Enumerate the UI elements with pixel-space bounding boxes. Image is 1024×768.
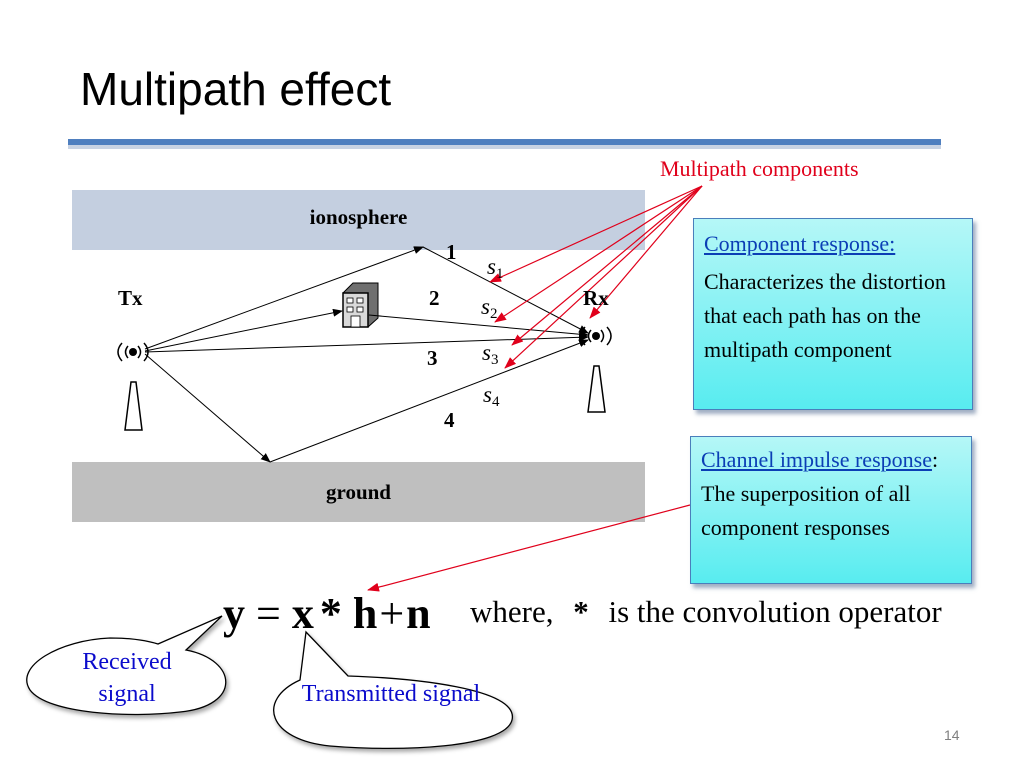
- building-icon: [342, 282, 379, 328]
- received-signal-callout: Received signal: [82, 649, 172, 707]
- path-number-4: 4: [444, 408, 455, 432]
- multipath-components-label: Multipath components: [660, 156, 859, 181]
- path-2-up: [144, 308, 343, 352]
- channel-impulse-body: : The superposition of all component res…: [701, 447, 939, 540]
- component-response-box: Component response: Characterizes the di…: [693, 218, 973, 410]
- path-1-up: [144, 246, 424, 350]
- convolution-text: is the convolution operator: [608, 594, 942, 629]
- received-callout-shape: [26, 615, 227, 716]
- path-number-2: 2: [429, 286, 440, 310]
- eq-h: h: [352, 589, 378, 638]
- ground-label: ground: [326, 479, 391, 504]
- eq-equals: =: [256, 589, 281, 638]
- convolution-equation: y = x* h+n: [223, 588, 431, 639]
- ground-band: ground: [72, 462, 645, 522]
- path-4-down: [144, 353, 271, 463]
- component-response-body: Characterizes the distortion that each p…: [704, 269, 946, 362]
- ionosphere-band: ionosphere: [72, 190, 645, 250]
- path-3: [144, 333, 589, 353]
- eq-x: x: [291, 589, 314, 638]
- eq-n: n: [406, 589, 431, 638]
- eq-y: y: [223, 589, 245, 638]
- path-4-up: [269, 339, 589, 463]
- rx-antenna-icon: [580, 326, 612, 413]
- component-s2: s2: [481, 294, 498, 322]
- ionosphere-label: ionosphere: [309, 205, 408, 229]
- channel-impulse-heading[interactable]: Channel impulse response: [701, 447, 932, 472]
- where-text: where,: [470, 594, 554, 629]
- path-number-3: 3: [427, 346, 438, 370]
- equation-explanation: where, * is the convolution operator: [470, 594, 942, 630]
- slide-title: Multipath effect: [80, 63, 392, 115]
- transmitted-callout-shape: [273, 630, 513, 750]
- path-2-down: [368, 314, 589, 339]
- path-number-1: 1: [446, 240, 457, 264]
- tx-label: Tx: [118, 286, 143, 310]
- eq-conv: *: [319, 589, 342, 638]
- tx-antenna-icon: [117, 342, 149, 431]
- channel-impulse-box: Channel impulse response: The superposit…: [690, 436, 972, 584]
- multipath-arrows: [489, 185, 703, 369]
- propagation-paths: [144, 246, 589, 463]
- eq-plus: +: [379, 589, 405, 638]
- component-s3: s3: [482, 340, 499, 368]
- component-response-heading[interactable]: Component response:: [704, 231, 896, 256]
- component-s4: s4: [483, 382, 500, 410]
- impulse-response-arrow: [367, 504, 691, 592]
- path-1-down: [422, 246, 589, 334]
- title-rule-shadow: [68, 145, 941, 149]
- component-s1: s1: [487, 254, 504, 282]
- page-number: 14: [944, 727, 960, 743]
- title-rule: [68, 139, 941, 145]
- transmitted-signal-callout: Transmitted signal: [301, 681, 481, 707]
- rx-label: Rx: [583, 286, 609, 310]
- where-star: *: [573, 594, 589, 629]
